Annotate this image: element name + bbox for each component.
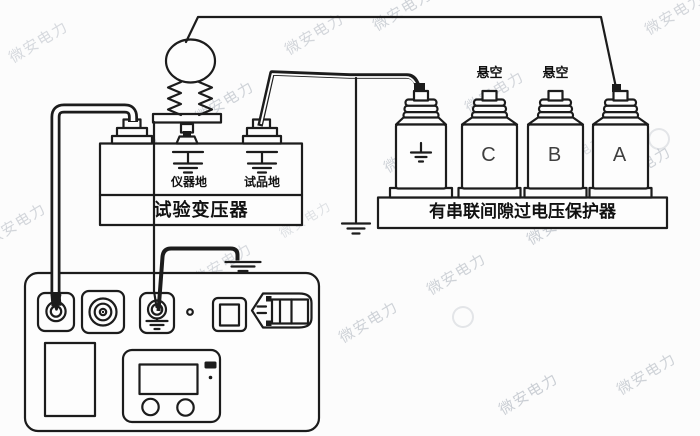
bnc-connector	[80, 289, 126, 335]
protector-title: 有串联间隙过电压保护器	[429, 202, 616, 221]
power-switch[interactable]	[211, 296, 248, 333]
protector-bottle-b	[523, 89, 588, 199]
knob-left[interactable]	[141, 397, 160, 417]
lcd-display	[138, 363, 199, 396]
instrument-ground-label: 仪器地	[170, 175, 207, 189]
earth-ground-icon	[340, 222, 372, 235]
side-plate	[43, 341, 97, 418]
protector-bottle-a	[588, 89, 653, 199]
specimen-ground-icon	[245, 150, 279, 174]
phase-letter-a: A	[612, 144, 628, 166]
overvoltage-protector	[376, 89, 669, 230]
protector-earth-wire	[340, 76, 372, 235]
panel-dot	[208, 375, 213, 380]
specimen-ground-label: 试品地	[243, 175, 280, 189]
power-inlet	[250, 292, 313, 329]
indicator-dot	[186, 308, 194, 316]
earth-ground-icon	[224, 260, 262, 273]
panel-button[interactable]	[204, 361, 217, 369]
floating-label-c: 悬空	[476, 65, 503, 80]
transformer-left-terminal	[110, 118, 154, 145]
transformer-middle-terminal	[175, 122, 199, 145]
ground-connector	[138, 291, 176, 335]
floating-label-b: 悬空	[542, 65, 569, 80]
transformer-title: 试验变压器	[153, 200, 249, 220]
protector-bottle-c	[457, 89, 522, 199]
ground-icon	[145, 317, 169, 331]
specimen-ground-cable	[257, 70, 425, 127]
protector-base	[376, 196, 669, 230]
display-panel	[121, 348, 222, 424]
ground-icon	[409, 141, 433, 163]
instrument-ground-icon	[171, 150, 205, 174]
knob-right[interactable]	[176, 398, 195, 417]
phase-letter-b: B	[547, 144, 563, 166]
transformer-bushing	[151, 38, 223, 124]
bushing-tap-wire	[152, 120, 158, 309]
test-transformer	[98, 118, 304, 227]
protector-bottle-ground	[388, 89, 454, 199]
hv-lead-wire	[184, 15, 621, 92]
instrument-cable	[50, 103, 138, 311]
control-box	[23, 271, 321, 433]
panel-ground-jumper	[156, 246, 262, 312]
phase-letter-c: C	[481, 144, 497, 166]
